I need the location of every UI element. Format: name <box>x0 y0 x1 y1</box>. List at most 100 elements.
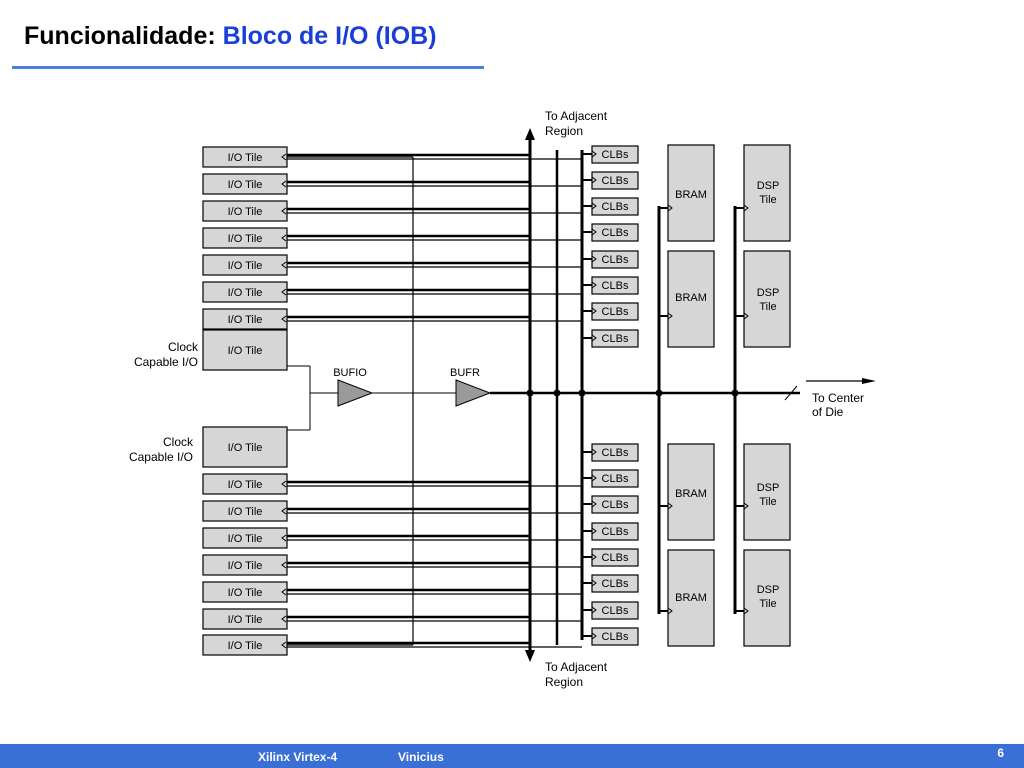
title-underline <box>12 66 484 69</box>
io-tile <box>202 173 288 195</box>
io-tile-port <box>281 180 287 188</box>
clb-port <box>591 606 597 614</box>
clb-port <box>591 474 597 482</box>
io-tile-port <box>281 588 287 596</box>
io-tile-label: I/O Tile <box>228 152 263 164</box>
dsp-port <box>743 312 749 320</box>
center-of-die-arrowhead <box>862 378 876 384</box>
bram-block <box>667 443 715 541</box>
clb-label: CLBs <box>602 631 629 643</box>
bus-junction-dot <box>731 389 739 397</box>
dsp-tile <box>743 144 791 242</box>
clb-port <box>591 553 597 561</box>
clb-label: CLBs <box>602 552 629 564</box>
clb-label: CLBs <box>602 280 629 292</box>
dsp-port <box>743 607 749 615</box>
trunk-arrow-up <box>525 128 535 140</box>
clb-port <box>591 255 597 263</box>
io-tile-label: I/O Tile <box>228 479 263 491</box>
io-tile-port <box>281 153 287 161</box>
clb-port <box>591 527 597 535</box>
io-tile-port <box>281 480 287 488</box>
clb-port <box>591 202 597 210</box>
io-tile-label: I/O Tile <box>228 314 263 326</box>
io-tile-clock-capable <box>202 426 288 468</box>
clb-label: CLBs <box>602 447 629 459</box>
bram-port <box>667 607 673 615</box>
bufio-buffer <box>337 379 374 407</box>
io-tile-label: I/O Tile <box>228 233 263 245</box>
io-tile-port <box>281 261 287 269</box>
clb-label: CLBs <box>602 333 629 345</box>
clb-port <box>591 176 597 184</box>
bus-break-mark <box>784 385 798 401</box>
clb-label: CLBs <box>602 473 629 485</box>
io-tile <box>202 500 288 522</box>
bram-label: BRAM <box>675 292 707 304</box>
clb-label: CLBs <box>602 201 629 213</box>
io-tile-label: I/O Tile <box>228 206 263 218</box>
clb-port <box>591 307 597 315</box>
bram-label: BRAM <box>675 488 707 500</box>
clb-label: CLBs <box>602 227 629 239</box>
io-tile <box>202 527 288 549</box>
io-tile-port <box>281 288 287 296</box>
clb-label: CLBs <box>602 526 629 538</box>
clb-label: CLBs <box>602 578 629 590</box>
dsp-tile <box>743 549 791 647</box>
clb-port <box>591 632 597 640</box>
io-tile <box>202 608 288 630</box>
io-tile-label: I/O Tile <box>228 287 263 299</box>
clb-label: CLBs <box>602 254 629 266</box>
io-tile-port <box>281 207 287 215</box>
io-tile-port <box>281 234 287 242</box>
bram-port <box>667 502 673 510</box>
io-tile <box>202 227 288 249</box>
bus-junction-dot <box>578 389 586 397</box>
io-tile-port <box>281 315 287 323</box>
io-tile-port <box>281 641 287 649</box>
clb-port <box>591 150 597 158</box>
dsp-port <box>743 502 749 510</box>
bufr-buffer <box>455 379 492 407</box>
io-tile-label: I/O Tile <box>228 260 263 272</box>
bram-port <box>667 204 673 212</box>
dsp-port <box>743 204 749 212</box>
clb-port <box>591 334 597 342</box>
io-tile <box>202 554 288 576</box>
bufr-label: BUFR <box>450 367 480 379</box>
footer-page-number: 6 <box>997 746 1004 760</box>
io-tile-port <box>281 507 287 515</box>
bus-junction-dot <box>553 389 561 397</box>
dsp-tile <box>743 250 791 348</box>
footer-bar: Xilinx Virtex-4 Vinicius 6 <box>0 744 1024 768</box>
trunk-arrow-down <box>525 650 535 662</box>
clb-label: CLBs <box>602 306 629 318</box>
io-tile-clock-capable <box>202 329 288 371</box>
clb-port <box>591 500 597 508</box>
footer-author: Vinicius <box>398 750 444 764</box>
slide-title-main: Funcionalidade: <box>24 22 216 50</box>
bus-junction-dot <box>526 389 534 397</box>
io-tile-label: I/O Tile <box>228 345 263 357</box>
io-tile-label: I/O Tile <box>228 506 263 518</box>
io-tile-label: I/O Tile <box>228 533 263 545</box>
bram-block <box>667 144 715 242</box>
clb-port <box>591 579 597 587</box>
io-tile <box>202 254 288 276</box>
bram-port <box>667 312 673 320</box>
io-tile-label: I/O Tile <box>228 442 263 454</box>
clb-port <box>591 448 597 456</box>
io-tile-port <box>281 561 287 569</box>
io-tile-label: I/O Tile <box>228 587 263 599</box>
